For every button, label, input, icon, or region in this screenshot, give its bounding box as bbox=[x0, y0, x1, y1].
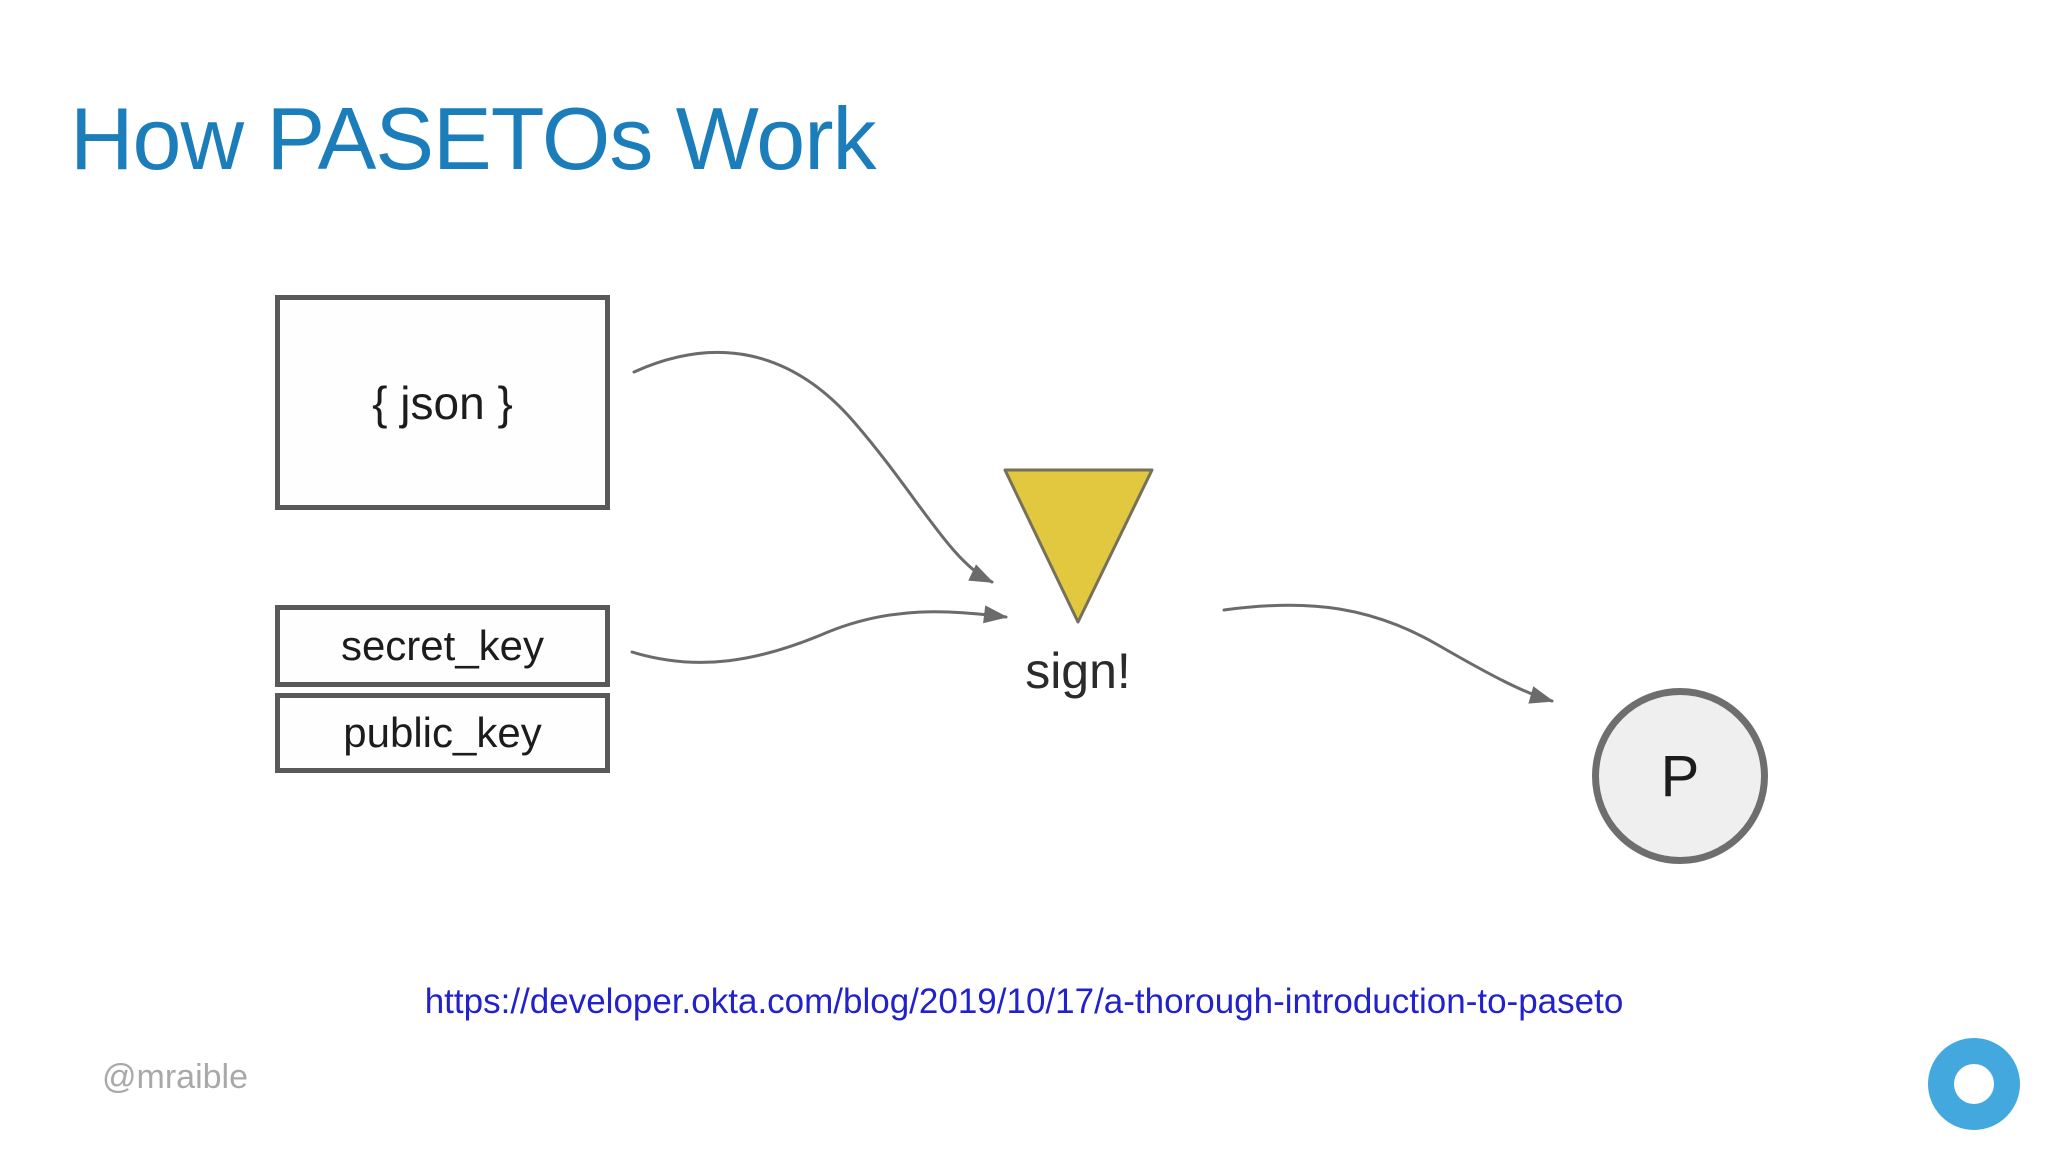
public-key-label: public_key bbox=[343, 709, 542, 756]
json-box-label: { json } bbox=[372, 376, 513, 429]
slide-title: How PASETOs Work bbox=[70, 89, 877, 188]
blog-url-link[interactable]: https://developer.okta.com/blog/2019/10/… bbox=[424, 982, 1624, 1021]
public-key-box: public_key bbox=[275, 693, 610, 773]
json-input-box: { json } bbox=[275, 295, 610, 510]
token-label: P bbox=[1660, 743, 1700, 809]
arrow-sign-to-token bbox=[1222, 603, 1554, 704]
secret-key-label: secret_key bbox=[340, 622, 545, 669]
paseto-token-circle: P bbox=[1592, 688, 1768, 864]
arrow-json-to-sign bbox=[632, 350, 994, 584]
okta-logo-icon bbox=[1928, 1038, 2020, 1130]
secret-key-box: secret_key bbox=[275, 605, 610, 687]
sign-action-label: sign! bbox=[1025, 643, 1131, 699]
funnel-triangle-icon bbox=[1003, 468, 1154, 624]
twitter-handle: @mraible bbox=[102, 1058, 248, 1096]
arrow-keys-to-sign bbox=[630, 605, 1008, 664]
